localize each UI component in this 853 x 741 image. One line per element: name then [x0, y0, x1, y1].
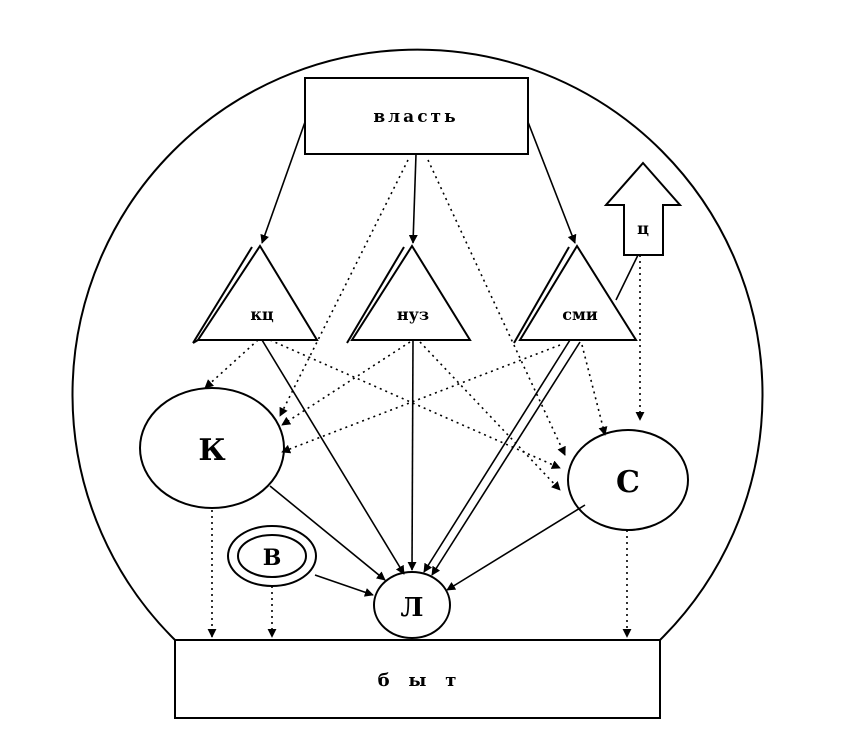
outer-dome: [71, 48, 764, 641]
byt-label: б ы т: [378, 670, 457, 691]
K-label: К: [198, 433, 225, 468]
nuz-label: нуз: [397, 305, 429, 324]
L-label: Л: [401, 593, 424, 623]
kc-triangle: [192, 244, 319, 344]
solid-arrows: [260, 121, 639, 597]
arrow-kc-L: [261, 339, 405, 575]
C-ellipse: [567, 429, 689, 531]
byt-box: [174, 639, 661, 719]
arrow-vlast-kc: [260, 121, 306, 244]
arrow-vlast-smi: [527, 121, 577, 244]
vlast-box: [304, 77, 529, 155]
dots-nuz-K: [281, 341, 411, 426]
smi-label: сми: [562, 305, 598, 324]
c-arrow-label: ц: [637, 219, 649, 238]
C-label: С: [616, 465, 640, 500]
arrow-smi-L-b: [431, 341, 581, 576]
arrow-C-L: [446, 504, 586, 591]
arrow-smi-L-a: [423, 339, 571, 573]
arrow-K-L: [269, 485, 386, 581]
smi-triangle: [513, 244, 638, 344]
nuz-triangle: [346, 244, 472, 344]
dots-kc-K: [204, 339, 259, 389]
link-smi-c: [615, 254, 639, 301]
dots-kc-C: [269, 339, 561, 469]
dotted-arrows: [204, 159, 645, 638]
dots-vlast-C: [427, 159, 566, 456]
V-ellipse: [227, 525, 317, 587]
dots-smi-C: [581, 344, 608, 436]
L-ellipse: [373, 571, 451, 639]
arrow-V-L: [314, 574, 374, 597]
c-block-arrow: [603, 161, 683, 256]
dots-nuz-C: [419, 341, 561, 491]
arrow-nuz-L: [407, 339, 417, 571]
kc-label: кц: [250, 305, 274, 324]
V-label: В: [263, 545, 282, 571]
dots-smi-K: [281, 344, 561, 454]
arrow-vlast-nuz: [408, 153, 418, 244]
vlast-label: власть: [373, 107, 458, 127]
